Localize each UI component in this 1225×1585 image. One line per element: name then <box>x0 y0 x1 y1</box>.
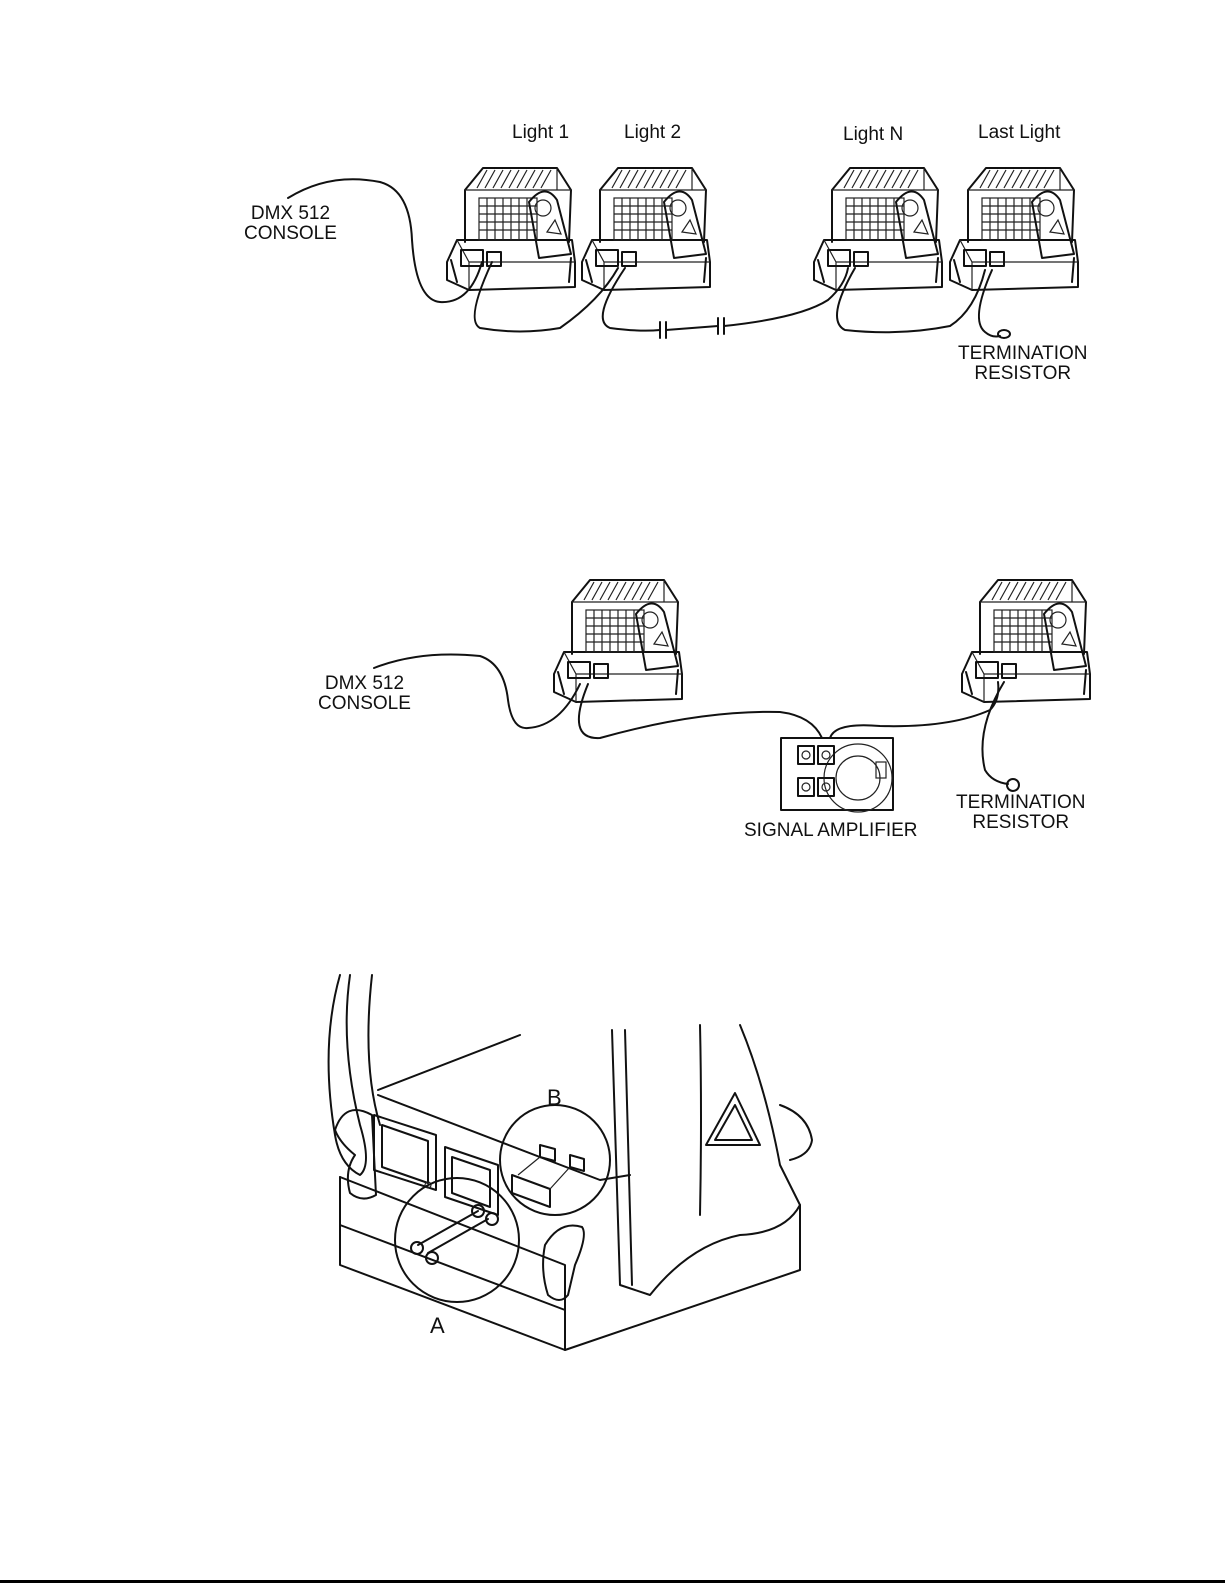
fixture-base-drawing <box>0 965 1225 1395</box>
label-termination-line2: RESISTOR <box>956 813 1085 833</box>
label-termination-line2: RESISTOR <box>958 364 1087 384</box>
label-dmx-console: DMX 512 CONSOLE <box>318 674 411 714</box>
cable-to-amplifier <box>579 684 822 738</box>
label-light-1: Light 1 <box>512 122 569 143</box>
fixture-light-n <box>814 168 942 290</box>
label-termination-line1: TERMINATION <box>956 793 1085 813</box>
label-light-2: Light 2 <box>624 122 681 143</box>
label-termination-resistor: TERMINATION RESISTOR <box>956 793 1085 833</box>
termination-resistor-icon <box>998 330 1010 338</box>
connector-panel-left <box>374 1115 436 1190</box>
fixture-last-light <box>950 168 1078 290</box>
fixture-light-2 <box>582 168 710 290</box>
link-cable-1-2 <box>475 262 618 332</box>
fixture-base-detail-diagram: A B <box>0 965 1225 1395</box>
link-cable-n-last <box>837 268 985 332</box>
label-light-n: Light N <box>843 124 903 145</box>
label-dmx-console: DMX 512 CONSOLE <box>244 204 337 244</box>
page-bottom-rule <box>0 1580 1225 1583</box>
dmx-amplifier-diagram: DMX 512 CONSOLE SIGNAL AMPLIFIER TERMINA… <box>0 560 1225 880</box>
label-signal-amplifier: SIGNAL AMPLIFIER <box>744 820 918 841</box>
label-dmx-console-line2: CONSOLE <box>318 694 411 714</box>
link-cable-2-n <box>603 268 848 331</box>
label-termination-line1: TERMINATION <box>958 344 1087 364</box>
label-detail-b: B <box>547 1087 562 1108</box>
label-dmx-console-line1: DMX 512 <box>318 674 411 694</box>
label-detail-a: A <box>430 1315 445 1336</box>
dmx-chain-diagram: Light 1 Light 2 Light N Last Light DMX 5… <box>0 0 1225 420</box>
cable-from-amplifier <box>830 682 998 738</box>
signal-amplifier-icon <box>781 738 893 812</box>
label-dmx-console-line1: DMX 512 <box>244 204 337 224</box>
connector-panel-right <box>445 1147 498 1215</box>
termination-resistor-icon <box>1007 779 1019 791</box>
label-last-light: Last Light <box>978 122 1060 143</box>
fixture-last <box>962 580 1090 702</box>
fixture-first <box>554 580 682 702</box>
label-termination-resistor: TERMINATION RESISTOR <box>958 344 1087 384</box>
detail-b-circle <box>500 1105 610 1215</box>
termination-cable <box>982 682 1008 784</box>
label-dmx-console-line2: CONSOLE <box>244 224 337 244</box>
fixture-light-1 <box>447 168 575 290</box>
